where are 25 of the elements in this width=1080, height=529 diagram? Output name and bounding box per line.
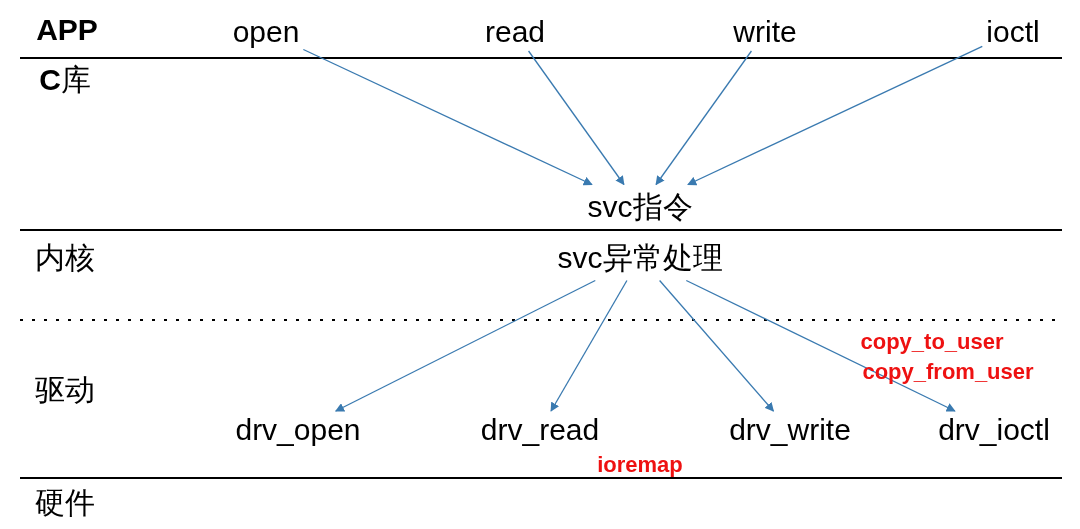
arrow bbox=[685, 279, 956, 412]
arrow bbox=[527, 50, 625, 186]
layer-label: C库 bbox=[38, 61, 92, 98]
arrow bbox=[687, 45, 983, 186]
layer-label: 驱动 bbox=[34, 371, 96, 408]
arrow bbox=[658, 279, 775, 412]
layer-label: APP bbox=[35, 13, 99, 47]
function-label: copy_to_user bbox=[859, 329, 1005, 355]
node-label: svc异常处理 bbox=[555, 237, 725, 279]
node-label: read bbox=[483, 15, 547, 49]
node-label: open bbox=[230, 15, 302, 49]
node-label: drv_write bbox=[727, 413, 853, 447]
function-label: ioremap bbox=[596, 452, 684, 478]
node-label: ioctl bbox=[984, 15, 1042, 49]
arrow bbox=[550, 279, 628, 412]
layer-label: 硬件 bbox=[34, 484, 96, 521]
layer-label: 内核 bbox=[34, 239, 96, 276]
node-label: drv_read bbox=[478, 413, 602, 447]
arrow bbox=[302, 48, 593, 186]
arrow bbox=[655, 50, 753, 186]
node-label: svc指令 bbox=[585, 186, 695, 228]
node-label: drv_open bbox=[233, 413, 363, 447]
node-label: write bbox=[731, 15, 799, 49]
node-label: drv_ioctl bbox=[936, 413, 1052, 447]
arrow bbox=[334, 279, 596, 412]
